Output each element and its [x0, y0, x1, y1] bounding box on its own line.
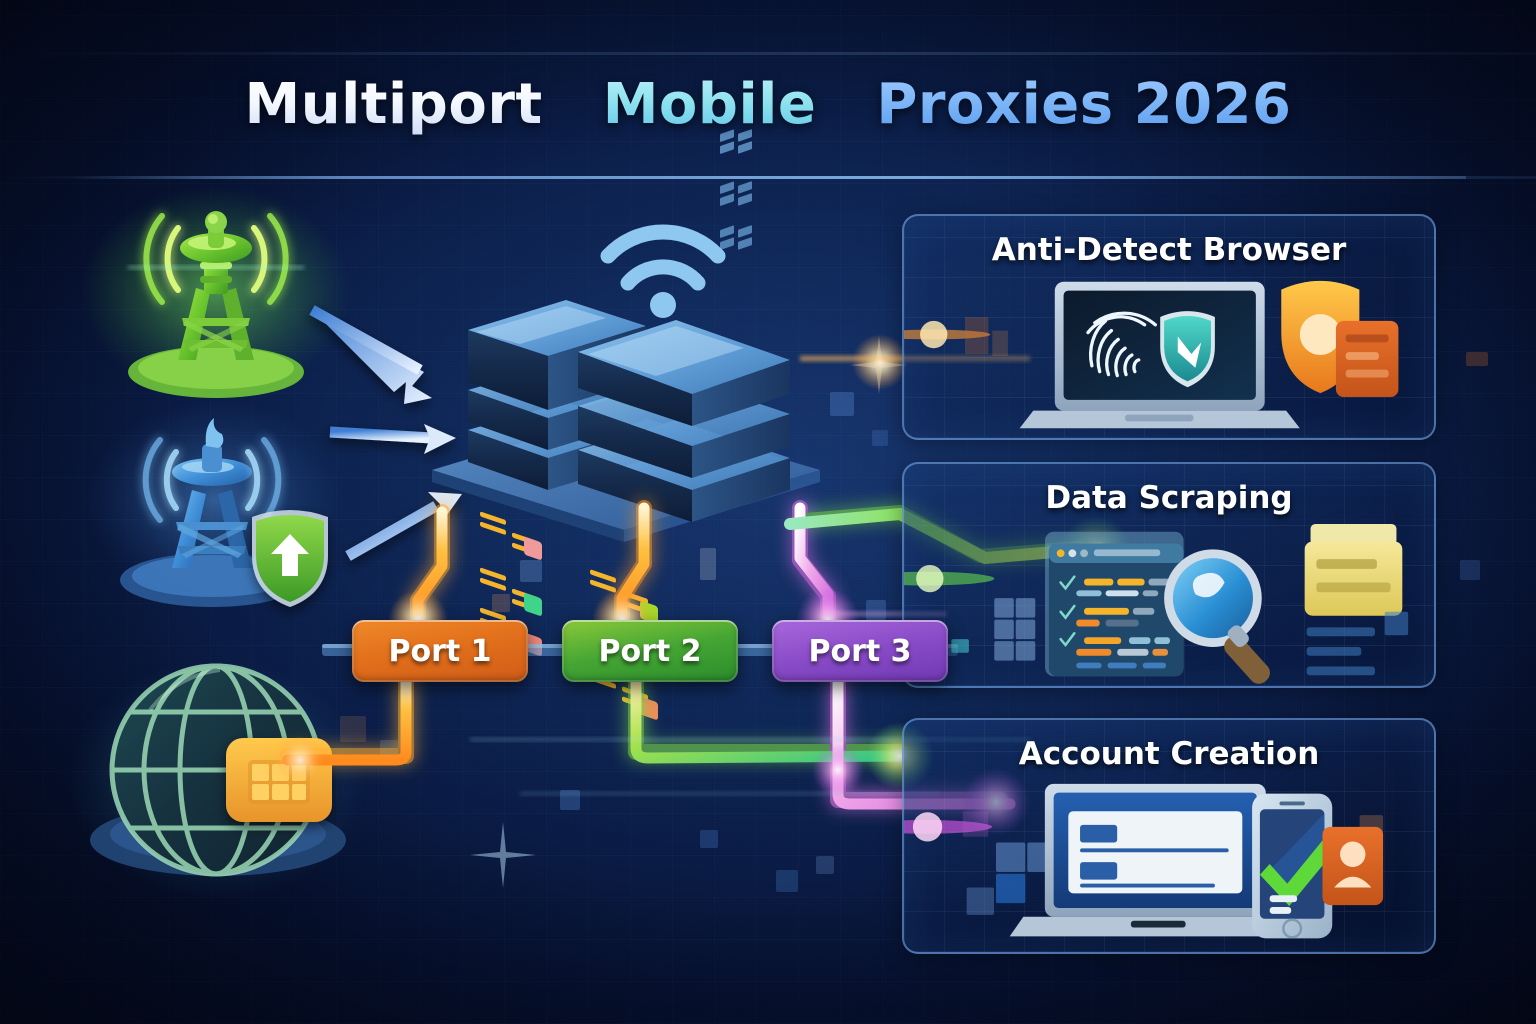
smartphone-icon [1252, 793, 1335, 939]
anti-detect-illustration [904, 280, 1399, 429]
wifi-dot [650, 292, 676, 318]
wifi-icon [600, 224, 726, 291]
account-creation-illustration [904, 783, 1384, 939]
port-badge-2[interactable]: Port 2 [562, 620, 738, 682]
port-label: Port 1 [388, 633, 492, 669]
port-badge-1[interactable]: Port 1 [352, 620, 528, 682]
panel-account-creation[interactable]: Account Creation [902, 718, 1436, 954]
title-divider [70, 176, 1466, 179]
panel-title: Anti-Detect Browser [991, 232, 1347, 268]
laptop-icon [1019, 281, 1300, 429]
code-window-icon [1045, 531, 1184, 677]
title-word-2: Mobile [602, 72, 817, 137]
folder-icon [1304, 523, 1403, 616]
pixel-decor [1306, 611, 1409, 676]
panel-anti-detect-browser[interactable]: Anti-Detect Browser [902, 214, 1436, 440]
panel-title: Data Scraping [1045, 480, 1293, 516]
port-label: Port 3 [808, 633, 912, 669]
flow-arrow [309, 305, 432, 404]
contact-card-icon [1322, 826, 1384, 906]
title-word-1: Multiport [244, 72, 543, 137]
panel-title: Account Creation [1018, 736, 1320, 772]
panel-data-scraping[interactable]: Data Scraping [902, 462, 1436, 688]
pixel-decor [951, 598, 1036, 661]
data-scraping-illustration [904, 523, 1409, 684]
port-badge-3[interactable]: Port 3 [772, 620, 948, 682]
title-word-3: Proxies 2026 [876, 72, 1292, 137]
document-icon [1335, 320, 1399, 397]
port-label: Port 2 [598, 633, 702, 669]
flow-arrow [329, 424, 456, 454]
page-title: Multiport Mobile Proxies 2026 [0, 72, 1536, 137]
